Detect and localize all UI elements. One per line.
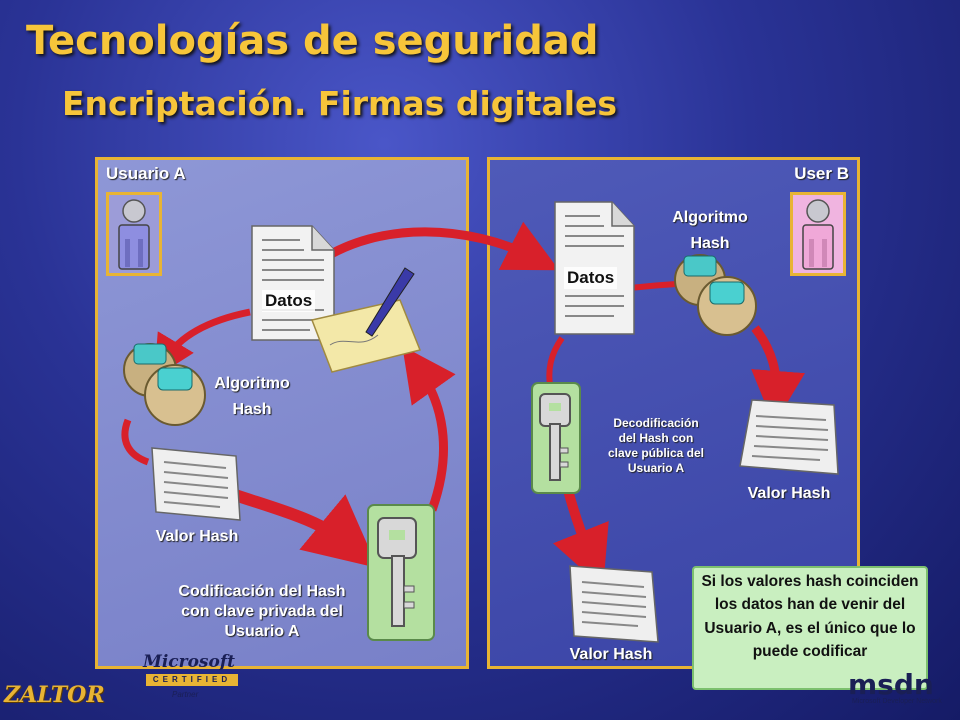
- arrow-doc-to-hash-b: [629, 281, 677, 291]
- gears-icon-a: [123, 343, 206, 426]
- arrow-doc-to-key-b: [546, 336, 565, 386]
- datos-label-b: Datos: [564, 267, 618, 289]
- slide-title: Tecnologías de seguridad: [26, 18, 599, 64]
- person-icon: [118, 199, 150, 270]
- arrow-hash-to-value-a: [121, 418, 150, 466]
- user-a-avatar: [106, 192, 162, 276]
- panel-a-label: Usuario A: [106, 164, 186, 183]
- arrow-key-to-value-b: [553, 488, 609, 588]
- arrow-hash-to-value-b: [751, 325, 805, 425]
- datos-label-a: Datos: [262, 290, 316, 312]
- key-icon-a: [367, 504, 435, 641]
- person-icon: [802, 199, 834, 270]
- certified-badge: CERTIFIED: [146, 674, 238, 686]
- valor-hash-label-a: Valor Hash: [155, 528, 239, 545]
- conclusion-note: Si los valores hash coinciden los datos …: [692, 566, 928, 690]
- hash-scroll-icon-b-right: [739, 399, 839, 475]
- arrow-value-to-key: [233, 489, 378, 569]
- hash-scroll-icon-b-bottom: [569, 565, 659, 643]
- msdn-subtitle: Microsoft Developer Network: [852, 698, 942, 705]
- hash-scroll-icon-a: [151, 447, 241, 521]
- panel-b-label: User B: [794, 164, 849, 183]
- decodificacion-label: Decodificación del Hash con clave públic…: [607, 416, 705, 475]
- partner-label: Partner: [172, 690, 199, 699]
- codificacion-label: Codificación del Hash con clave privada …: [178, 583, 346, 640]
- valor-hash-label-b-bottom: Valor Hash: [569, 646, 653, 663]
- key-icon-b: [531, 382, 581, 494]
- slide-subtitle: Encriptación. Firmas digitales: [62, 84, 618, 123]
- gears-icon-b: [674, 254, 757, 336]
- algoritmo-hash-label-a: Algoritmo Hash: [214, 375, 290, 418]
- arrow-doc-to-hash-a: [154, 308, 251, 379]
- valor-hash-label-b-right: Valor Hash: [747, 485, 831, 502]
- algoritmo-hash-label-b: Algoritmo Hash: [672, 209, 748, 252]
- signature-icon: [310, 267, 422, 373]
- microsoft-logo: Microsoft: [143, 652, 235, 672]
- zaltor-logo: ZALTOR: [4, 682, 105, 708]
- arrow-key-to-signature: [402, 346, 456, 512]
- msdn-logo: msdn: [848, 668, 934, 701]
- user-b-avatar: [790, 192, 846, 276]
- arrow-data-to-b: [315, 221, 560, 271]
